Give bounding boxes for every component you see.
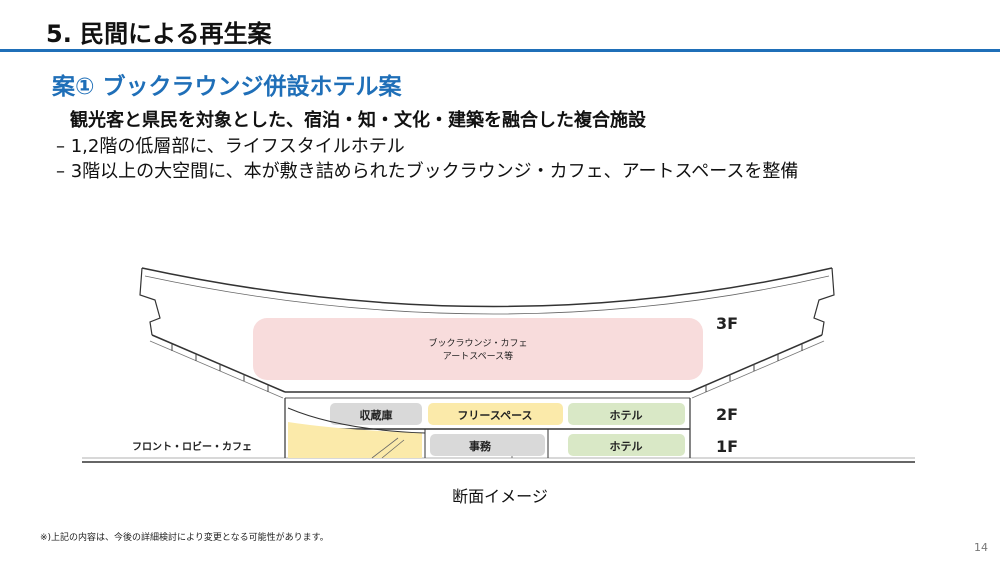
- bullet-item: – 1,2階の低層部に、ライフスタイルホテル: [56, 136, 405, 157]
- zone-front-label: フロント・ロビー・カフェ: [132, 440, 252, 453]
- right-slope-steps: [705, 344, 803, 392]
- zone-office-label: 事務: [469, 439, 492, 453]
- zone-storage-label: 収蔵庫: [360, 408, 393, 422]
- zone-lounge-label-2: アートスペース等: [443, 350, 513, 362]
- left-slope-steps: [171, 344, 269, 392]
- floor-label-3f: 3F: [716, 314, 738, 333]
- zone-free-space-label: フリースペース: [457, 409, 532, 422]
- right-wall: [813, 267, 835, 336]
- page-number: 14: [974, 541, 988, 554]
- left-slope: [151, 334, 286, 393]
- section-subtitle: 案① ブックラウンジ併設ホテル案: [52, 74, 402, 100]
- right-slope-under: [691, 340, 825, 399]
- zone-hotel-1f: [568, 434, 685, 456]
- zone-lounge-label-1: ブックラウンジ・カフェ: [428, 337, 527, 349]
- footnote: ※)上記の内容は、今後の詳細検討により変更となる可能性があります。: [40, 533, 329, 543]
- zone-front: [288, 422, 422, 458]
- bullet-item: – 3階以上の大空間に、本が敷き詰められたブックラウンジ・カフェ、アートスペース…: [56, 161, 799, 182]
- zone-office: [430, 434, 545, 456]
- front-stair: [371, 437, 405, 459]
- floor-label-2f: 2F: [716, 405, 738, 424]
- lead-text: 観光客と県民を対象とした、宿泊・知・文化・建築を融合した複合施設: [70, 110, 646, 131]
- zone-storage: [330, 403, 422, 425]
- page-title: 5. 民間による再生案: [46, 20, 272, 48]
- zone-hotel-2f-label: ホテル: [610, 409, 643, 422]
- right-slope: [689, 334, 823, 393]
- front-curve: [287, 407, 426, 434]
- title-divider: [0, 49, 1000, 52]
- diagram-caption: 断面イメージ: [452, 487, 548, 506]
- roof-inner: [144, 275, 830, 315]
- roof-outer: [141, 267, 833, 308]
- zone-hotel-1f-label: ホテル: [610, 440, 643, 453]
- zone-hotel-2f: [568, 403, 685, 425]
- zone-lounge: [253, 318, 703, 380]
- zone-free-space: [428, 403, 563, 425]
- floor-label-1f: 1F: [716, 437, 738, 456]
- left-wall: [139, 267, 161, 336]
